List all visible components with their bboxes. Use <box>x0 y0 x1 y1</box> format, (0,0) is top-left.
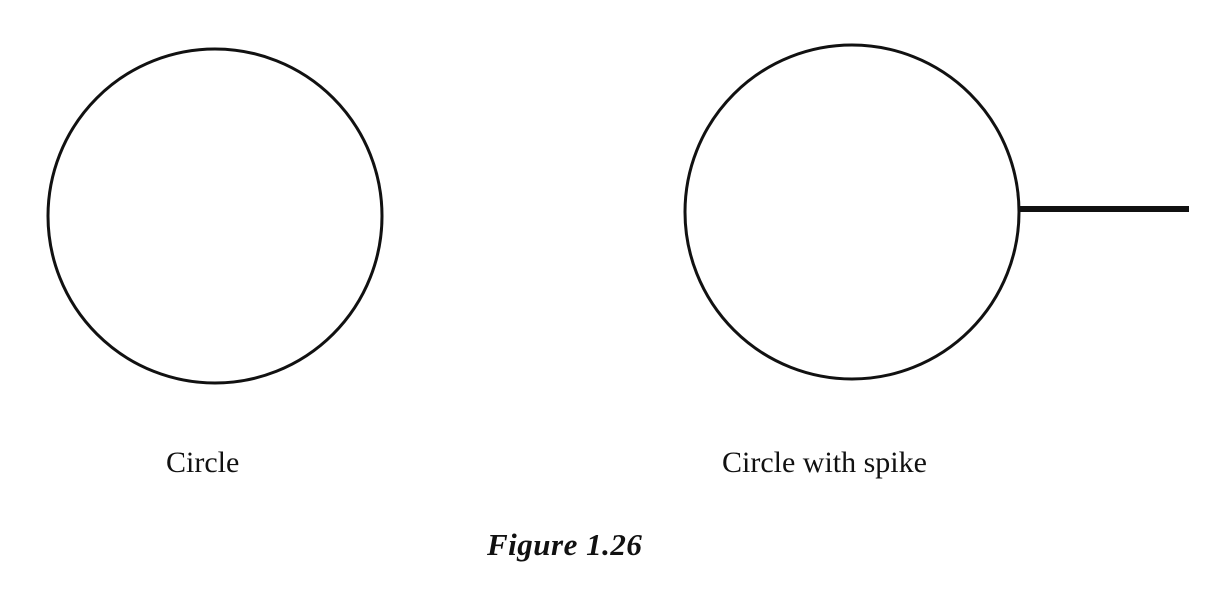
plain-circle <box>46 47 384 385</box>
spiked-circle <box>683 43 1021 381</box>
circle-caption: Circle <box>166 446 240 479</box>
figure-title: Figure 1.26 <box>487 527 643 562</box>
circle-with-spike-caption: Circle with spike <box>722 446 927 479</box>
